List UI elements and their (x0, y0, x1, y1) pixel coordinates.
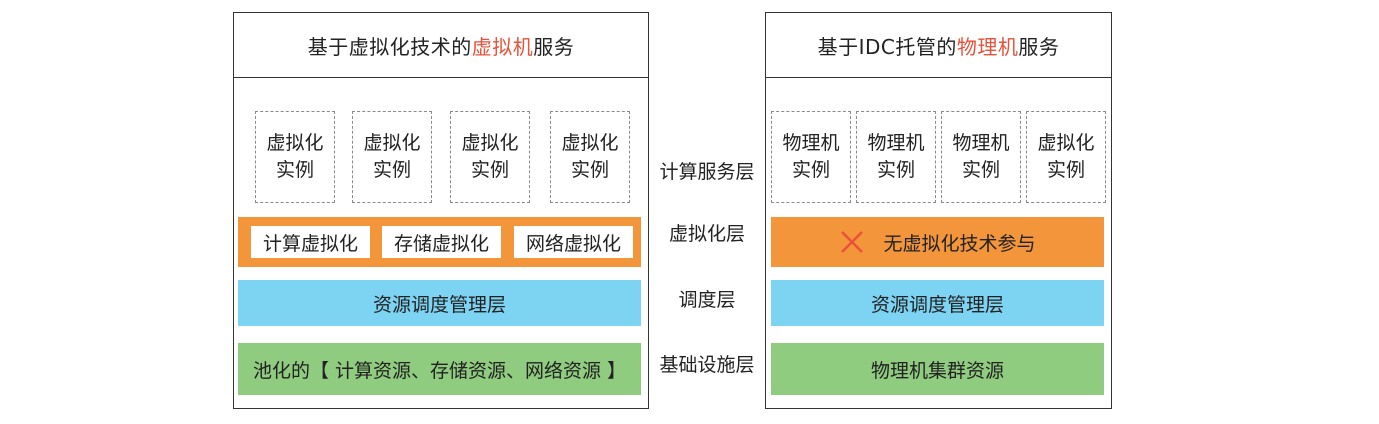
scheduling-layer-label: 调度层 (678, 289, 736, 311)
title-prefix: 基于IDC托管的 (817, 34, 957, 59)
network-virtualization-chip: 网络虚拟化 (514, 226, 633, 258)
instance-line2: 实例 (791, 159, 830, 181)
virtual-instance-3: 虚拟化 实例 (450, 111, 530, 203)
physical-instance-1: 物理机 实例 (771, 111, 851, 203)
instance-line1: 虚拟化 (266, 132, 324, 154)
scheduling-layer-bar: 资源调度管理层 (238, 280, 641, 326)
vm-service-panel: 基于虚拟化技术的虚拟机服务 虚拟化 实例 虚拟化 实例 虚拟化 实例 虚拟化 实… (233, 12, 649, 409)
instance-line2: 实例 (372, 159, 411, 181)
instance-line2: 实例 (570, 159, 609, 181)
instance-line2: 实例 (470, 159, 509, 181)
physical-service-title: 基于IDC托管的物理机服务 (766, 13, 1111, 78)
instance-line2: 实例 (275, 159, 314, 181)
physical-instance-3: 物理机 实例 (941, 111, 1021, 203)
storage-virtualization-chip: 存储虚拟化 (382, 226, 501, 258)
title-prefix: 基于虚拟化技术的 (307, 34, 472, 59)
physical-service-panel: 基于IDC托管的物理机服务 物理机 实例 物理机 实例 物理机 实例 虚拟化 实… (765, 12, 1112, 409)
virtual-instance-4: 虚拟化 实例 (550, 111, 630, 203)
infrastructure-layer-bar: 池化的【 计算资源、存储资源、网络资源 】 (238, 343, 641, 395)
physical-instance-4: 虚拟化 实例 (1026, 111, 1106, 203)
instance-line1: 虚拟化 (363, 132, 421, 154)
virtual-instance-1: 虚拟化 实例 (255, 111, 335, 203)
title-accent: 物理机 (956, 34, 1019, 59)
scheduling-layer-bar: 资源调度管理层 (771, 280, 1104, 326)
title-suffix: 服务 (533, 34, 575, 59)
compute-virtualization-chip: 计算虚拟化 (251, 226, 370, 258)
virtualization-layer-label: 虚拟化层 (668, 223, 745, 245)
compute-service-layer-label: 计算服务层 (659, 161, 755, 183)
physical-instance-2: 物理机 实例 (856, 111, 936, 203)
infrastructure-layer-bar: 物理机集群资源 (771, 343, 1104, 395)
instance-line2: 实例 (1046, 159, 1085, 181)
instance-line1: 物理机 (952, 132, 1010, 154)
virtual-instance-2: 虚拟化 实例 (352, 111, 432, 203)
instance-line2: 实例 (876, 159, 915, 181)
instance-line1: 虚拟化 (561, 132, 619, 154)
no-virtualization-bar: 无虚拟化技术参与 (771, 217, 1104, 267)
vm-service-title: 基于虚拟化技术的虚拟机服务 (234, 13, 648, 78)
virtualization-layer-bar: 计算虚拟化 存储虚拟化 网络虚拟化 (238, 217, 641, 267)
instance-line1: 虚拟化 (1037, 132, 1095, 154)
instance-line1: 物理机 (867, 132, 925, 154)
title-accent: 虚拟机 (471, 34, 534, 59)
instance-line1: 物理机 (782, 132, 840, 154)
infrastructure-layer-label: 基础设施层 (659, 354, 755, 376)
instance-line1: 虚拟化 (461, 132, 519, 154)
title-suffix: 服务 (1018, 34, 1060, 59)
instance-line2: 实例 (961, 159, 1000, 181)
no-virtualization-label: 无虚拟化技术参与 (883, 232, 1036, 255)
x-mark-icon (841, 231, 864, 253)
